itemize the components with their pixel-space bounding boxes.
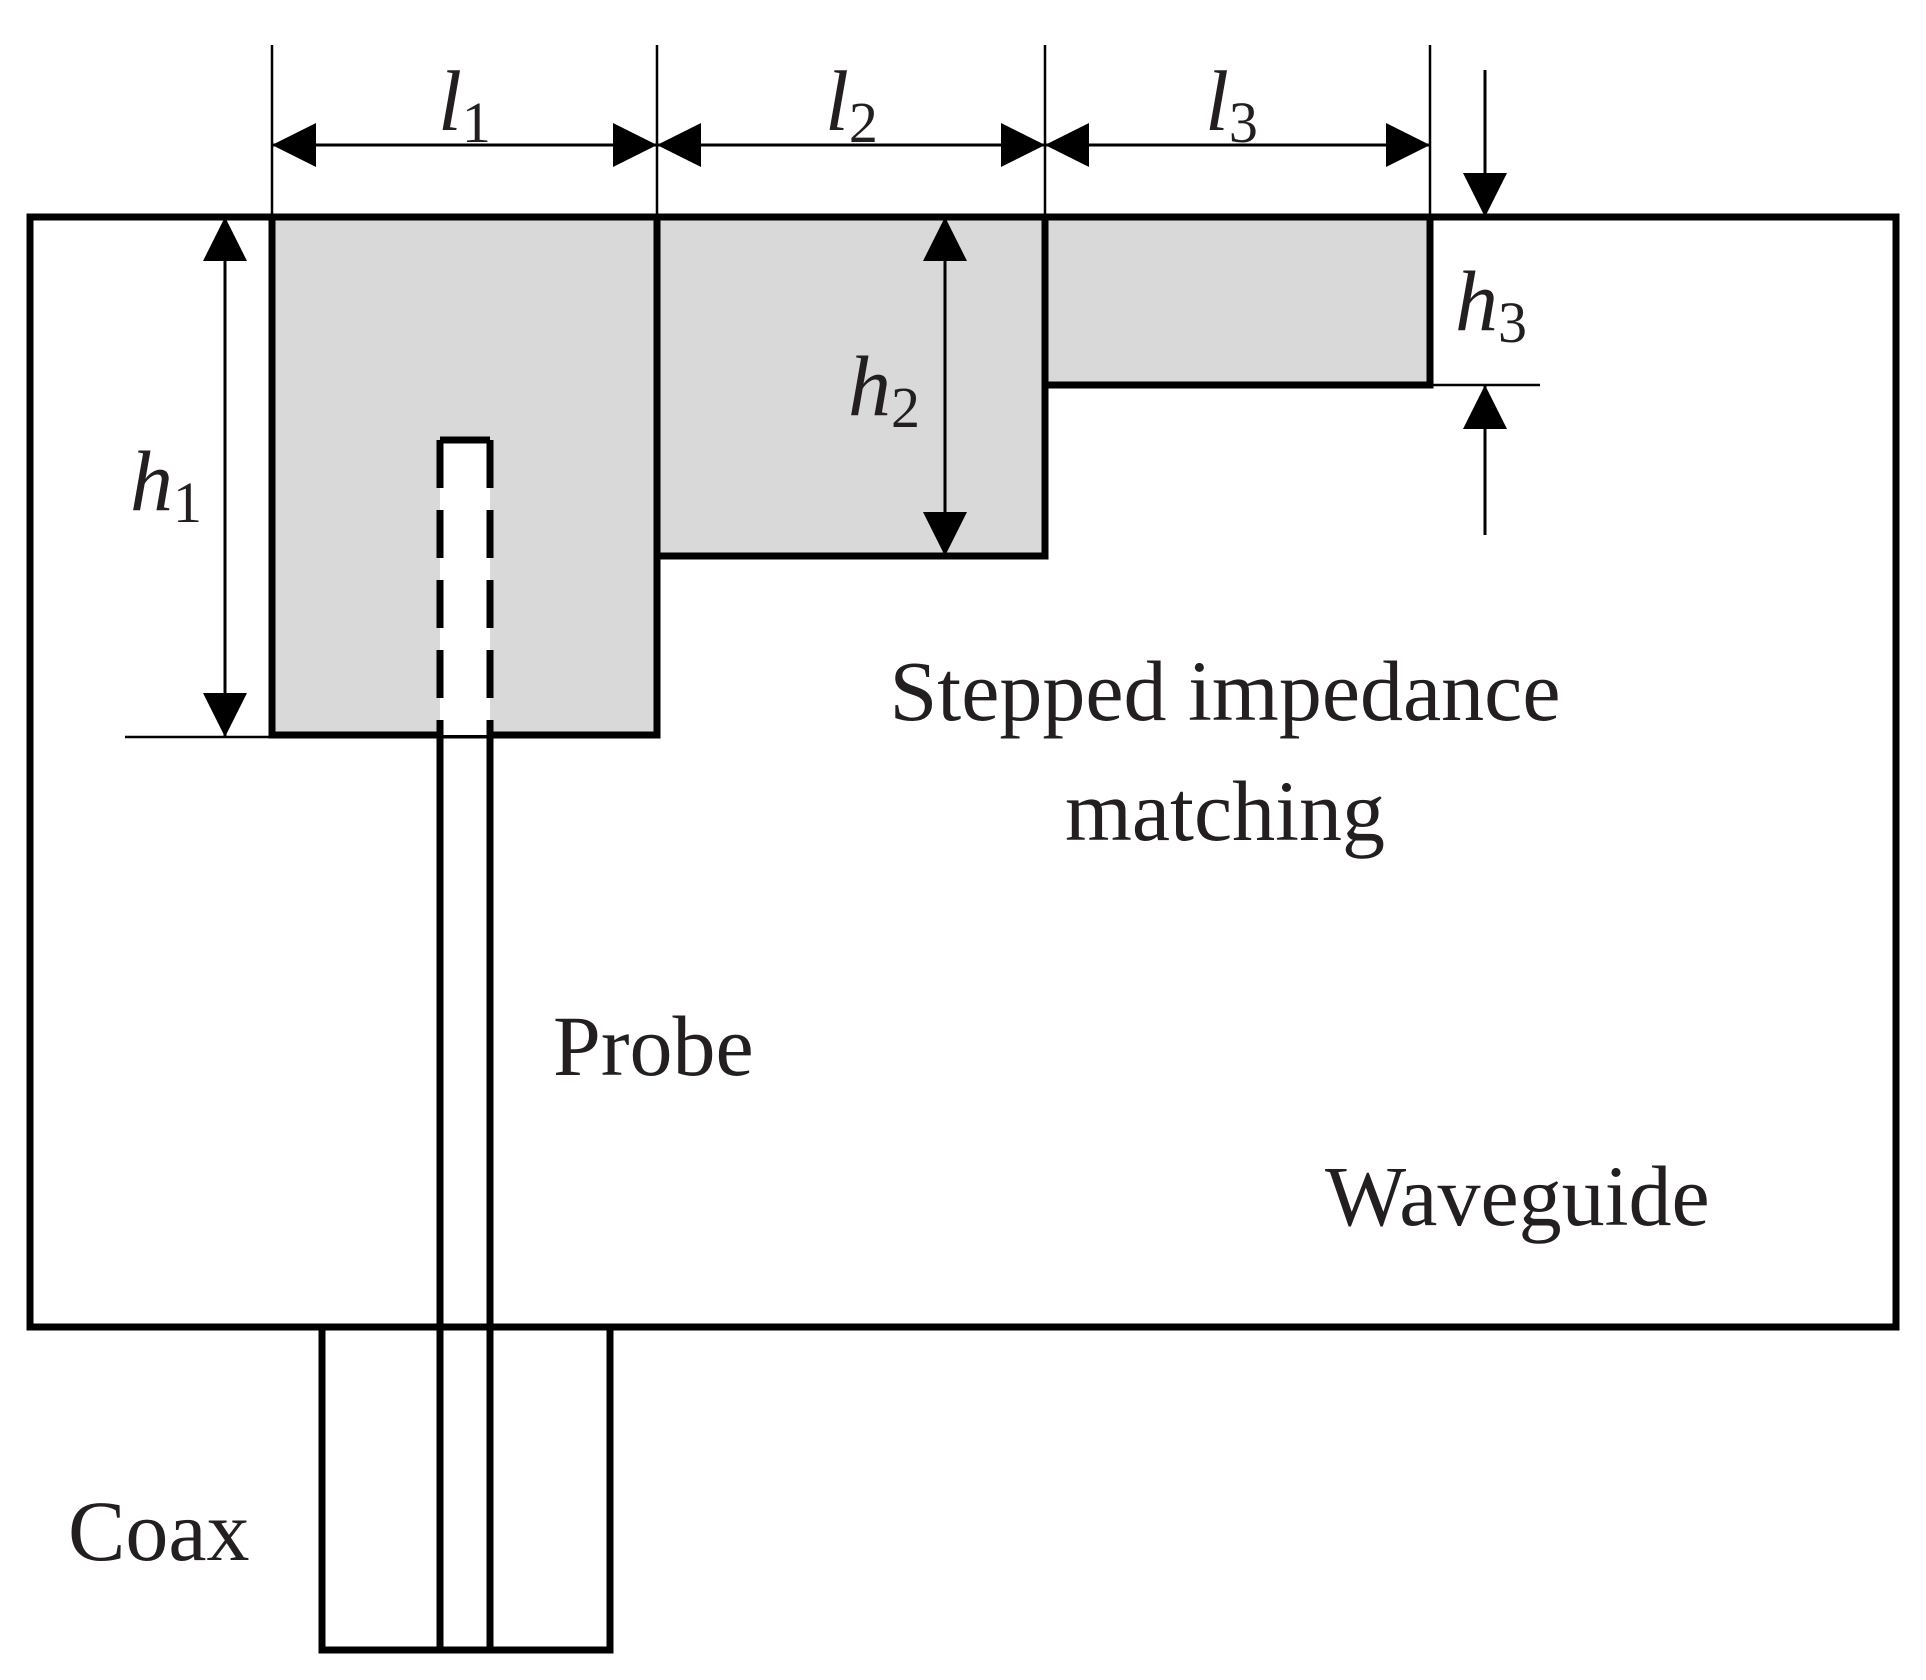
label-h3: h3 (1455, 253, 1527, 355)
label-h2: h2 (848, 338, 920, 440)
label-matching: matching (1065, 763, 1385, 859)
matching-step-shape (268, 213, 1434, 739)
label-l1: l1 (438, 53, 491, 155)
label-coax: Coax (68, 1483, 250, 1579)
label-stepped-impedance: Stepped impedance (889, 643, 1560, 739)
label-probe: Probe (553, 998, 754, 1094)
label-h1: h1 (130, 433, 202, 535)
label-l2: l2 (825, 53, 878, 155)
label-l3: l3 (1205, 53, 1258, 155)
label-waveguide: Waveguide (1325, 1148, 1710, 1244)
coax-outer (318, 1327, 614, 1654)
probe-embedded-gap (440, 440, 490, 735)
